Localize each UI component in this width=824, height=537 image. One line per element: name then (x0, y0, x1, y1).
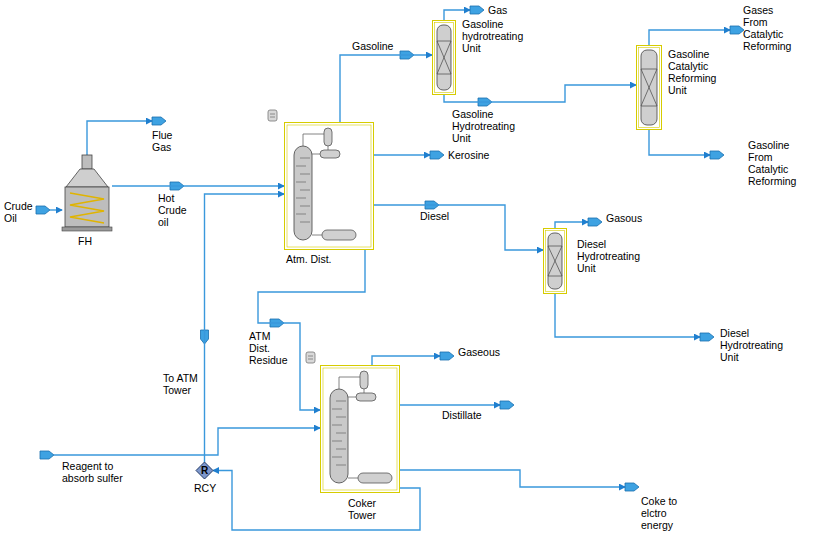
material-stream (213, 471, 420, 531)
stream-symbol (470, 6, 484, 14)
stream-label: Atm. Dist. (286, 253, 356, 265)
stream-symbol (625, 483, 639, 491)
stream-label: Flue Gas (152, 129, 182, 153)
product-stream: Kerosine (430, 151, 444, 159)
material-stream (372, 356, 440, 365)
stream-symbol (440, 352, 454, 360)
heater-symbol (62, 155, 112, 232)
material-stream (555, 222, 588, 228)
stream-label: Gasoline Hydrotreating Unit (452, 108, 522, 144)
distillation-column: Atm. Dist. (284, 122, 374, 250)
stream-label: Gasous (606, 212, 646, 224)
material-stream (50, 209, 62, 210)
material-stream (649, 130, 710, 155)
product-stream: Diesel Hydrotreating Unit (700, 333, 714, 341)
stream-symbol (730, 26, 744, 34)
stream-label: Gasoline Catalytic Reforming Unit (668, 48, 724, 96)
feed-stream: Crude Oil (36, 206, 50, 214)
stream-symbol (710, 151, 724, 159)
material-stream (444, 85, 636, 102)
hydrotreater: Diesel Hydrotreating Unit (543, 228, 567, 294)
material-stream (205, 194, 285, 462)
product-stream: Distillate (500, 401, 514, 409)
stream-label: Gas (488, 4, 518, 16)
material-stream (374, 154, 430, 155)
material-stream (54, 428, 320, 455)
stream-label: To ATM Tower (163, 372, 199, 396)
reformer: Gasoline Catalytic Reforming Unit (636, 45, 662, 130)
stream-label: Coker Tower (348, 497, 388, 521)
stream-label: Hot Crude oil (158, 192, 190, 228)
stream-symbol (588, 218, 602, 226)
column-symbol (320, 365, 400, 493)
tag-icon (306, 352, 315, 363)
product-stream: Flue Gas (152, 117, 166, 125)
product-stream: Gases From Catalytic Reforming (730, 26, 744, 34)
stream-label: Diesel Hydrotreating Unit (577, 238, 647, 274)
product-stream: Coke to elctro energy (625, 483, 639, 491)
product-stream: Gas (470, 6, 484, 14)
stream-label: Diesel (420, 210, 460, 222)
stream-label: ATM Dist. Residue (249, 330, 291, 366)
material-stream (112, 185, 284, 186)
stream-label: Crude Oil (4, 200, 35, 224)
column-symbol (284, 122, 374, 250)
stream-symbol (152, 117, 166, 125)
stream-symbol (700, 333, 714, 341)
feed-stream: Reagent to absorb sulfer (40, 451, 54, 459)
stream-label: Distillate (442, 409, 494, 421)
fired-heater: FH (62, 155, 112, 232)
material-stream (87, 121, 152, 155)
stream-label: Gasoline hydrotreating Unit (462, 18, 532, 54)
material-stream (400, 404, 500, 405)
stream-label: Gasoline (352, 40, 398, 52)
product-stream: Gaseous (440, 352, 454, 360)
reactor-symbol (432, 20, 456, 95)
material-stream (649, 30, 730, 45)
hydrotreater: Gasoline hydrotreating Unit (432, 20, 456, 95)
stream-label: Reagent to absorb sulfer (62, 460, 134, 484)
reactor-symbol (543, 228, 567, 294)
stream-symbol (430, 151, 444, 159)
stream-symbol (500, 401, 514, 409)
stream-symbol (36, 206, 50, 214)
recycle-block: RRCY (196, 462, 213, 479)
stream-label: Coke to elctro energy (641, 495, 683, 531)
tag-icon (268, 110, 277, 121)
material-stream (400, 470, 625, 487)
product-stream: Gasoline From Catalytic Reforming (710, 151, 724, 159)
material-stream (340, 55, 432, 122)
stream-label: Diesel Hydrotreating Unit (720, 327, 790, 363)
material-stream (374, 205, 543, 250)
stream-symbol (40, 451, 54, 459)
material-stream (555, 294, 700, 337)
coker-column: Coker Tower (320, 365, 400, 493)
block-letter: R (196, 465, 213, 477)
stream-label: Gaseous (458, 346, 508, 358)
stream-label: RCY (194, 482, 224, 494)
product-stream: Gasous (588, 218, 602, 226)
stream-label: Gasoline From Catalytic Reforming (748, 139, 804, 187)
stream-label: FH (78, 235, 108, 247)
stream-label: Kerosine (448, 149, 498, 161)
reactor-symbol (636, 45, 662, 130)
stream-label: Gases From Catalytic Reforming (743, 4, 799, 52)
